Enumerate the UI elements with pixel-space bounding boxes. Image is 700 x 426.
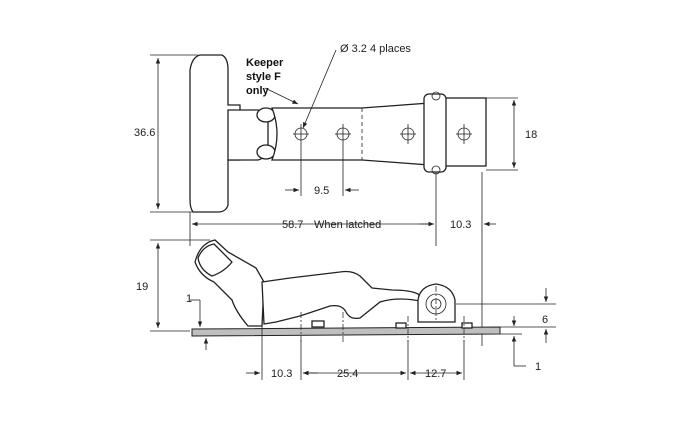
base-plate-side (191, 326, 501, 337)
hinge-barrel (423, 93, 447, 173)
dim-hole-span: 18 (525, 129, 537, 141)
top-view (189, 49, 487, 213)
dim-bottom-end: 12.7 (425, 368, 446, 380)
dim-bottom-offset: 10.3 (271, 368, 292, 380)
side-dimensions (150, 239, 556, 380)
dim-keeper-offset: 10.3 (450, 219, 471, 231)
dim-bottom-span: 25.4 (337, 368, 358, 380)
top-dimensions (150, 54, 518, 346)
keeper-label-line3: only (246, 85, 269, 97)
keeper-label-line1: Keeper (246, 57, 284, 69)
dim-latched-length: 58.7 (282, 219, 303, 231)
dim-latched-note: When latched (314, 219, 381, 231)
side-lever (261, 270, 426, 325)
t-handle (189, 54, 241, 213)
dim-height-total: 36.6 (134, 127, 155, 139)
keeper-hook-bottom (256, 144, 276, 160)
dim-plate-thickness-right: 1 (535, 361, 541, 373)
side-hinge (417, 283, 456, 323)
mounting-holes (293, 124, 472, 144)
side-view (191, 239, 501, 342)
keeper-label-line2: style F (246, 71, 281, 83)
dim-plate-thickness-left: 1 (186, 293, 192, 305)
dim-plate-height: 6 (542, 314, 548, 326)
hole-callout: Ø 3.2 4 places (340, 43, 411, 55)
dim-side-height: 19 (136, 281, 148, 293)
dim-hole-pitch: 9.5 (314, 185, 329, 197)
